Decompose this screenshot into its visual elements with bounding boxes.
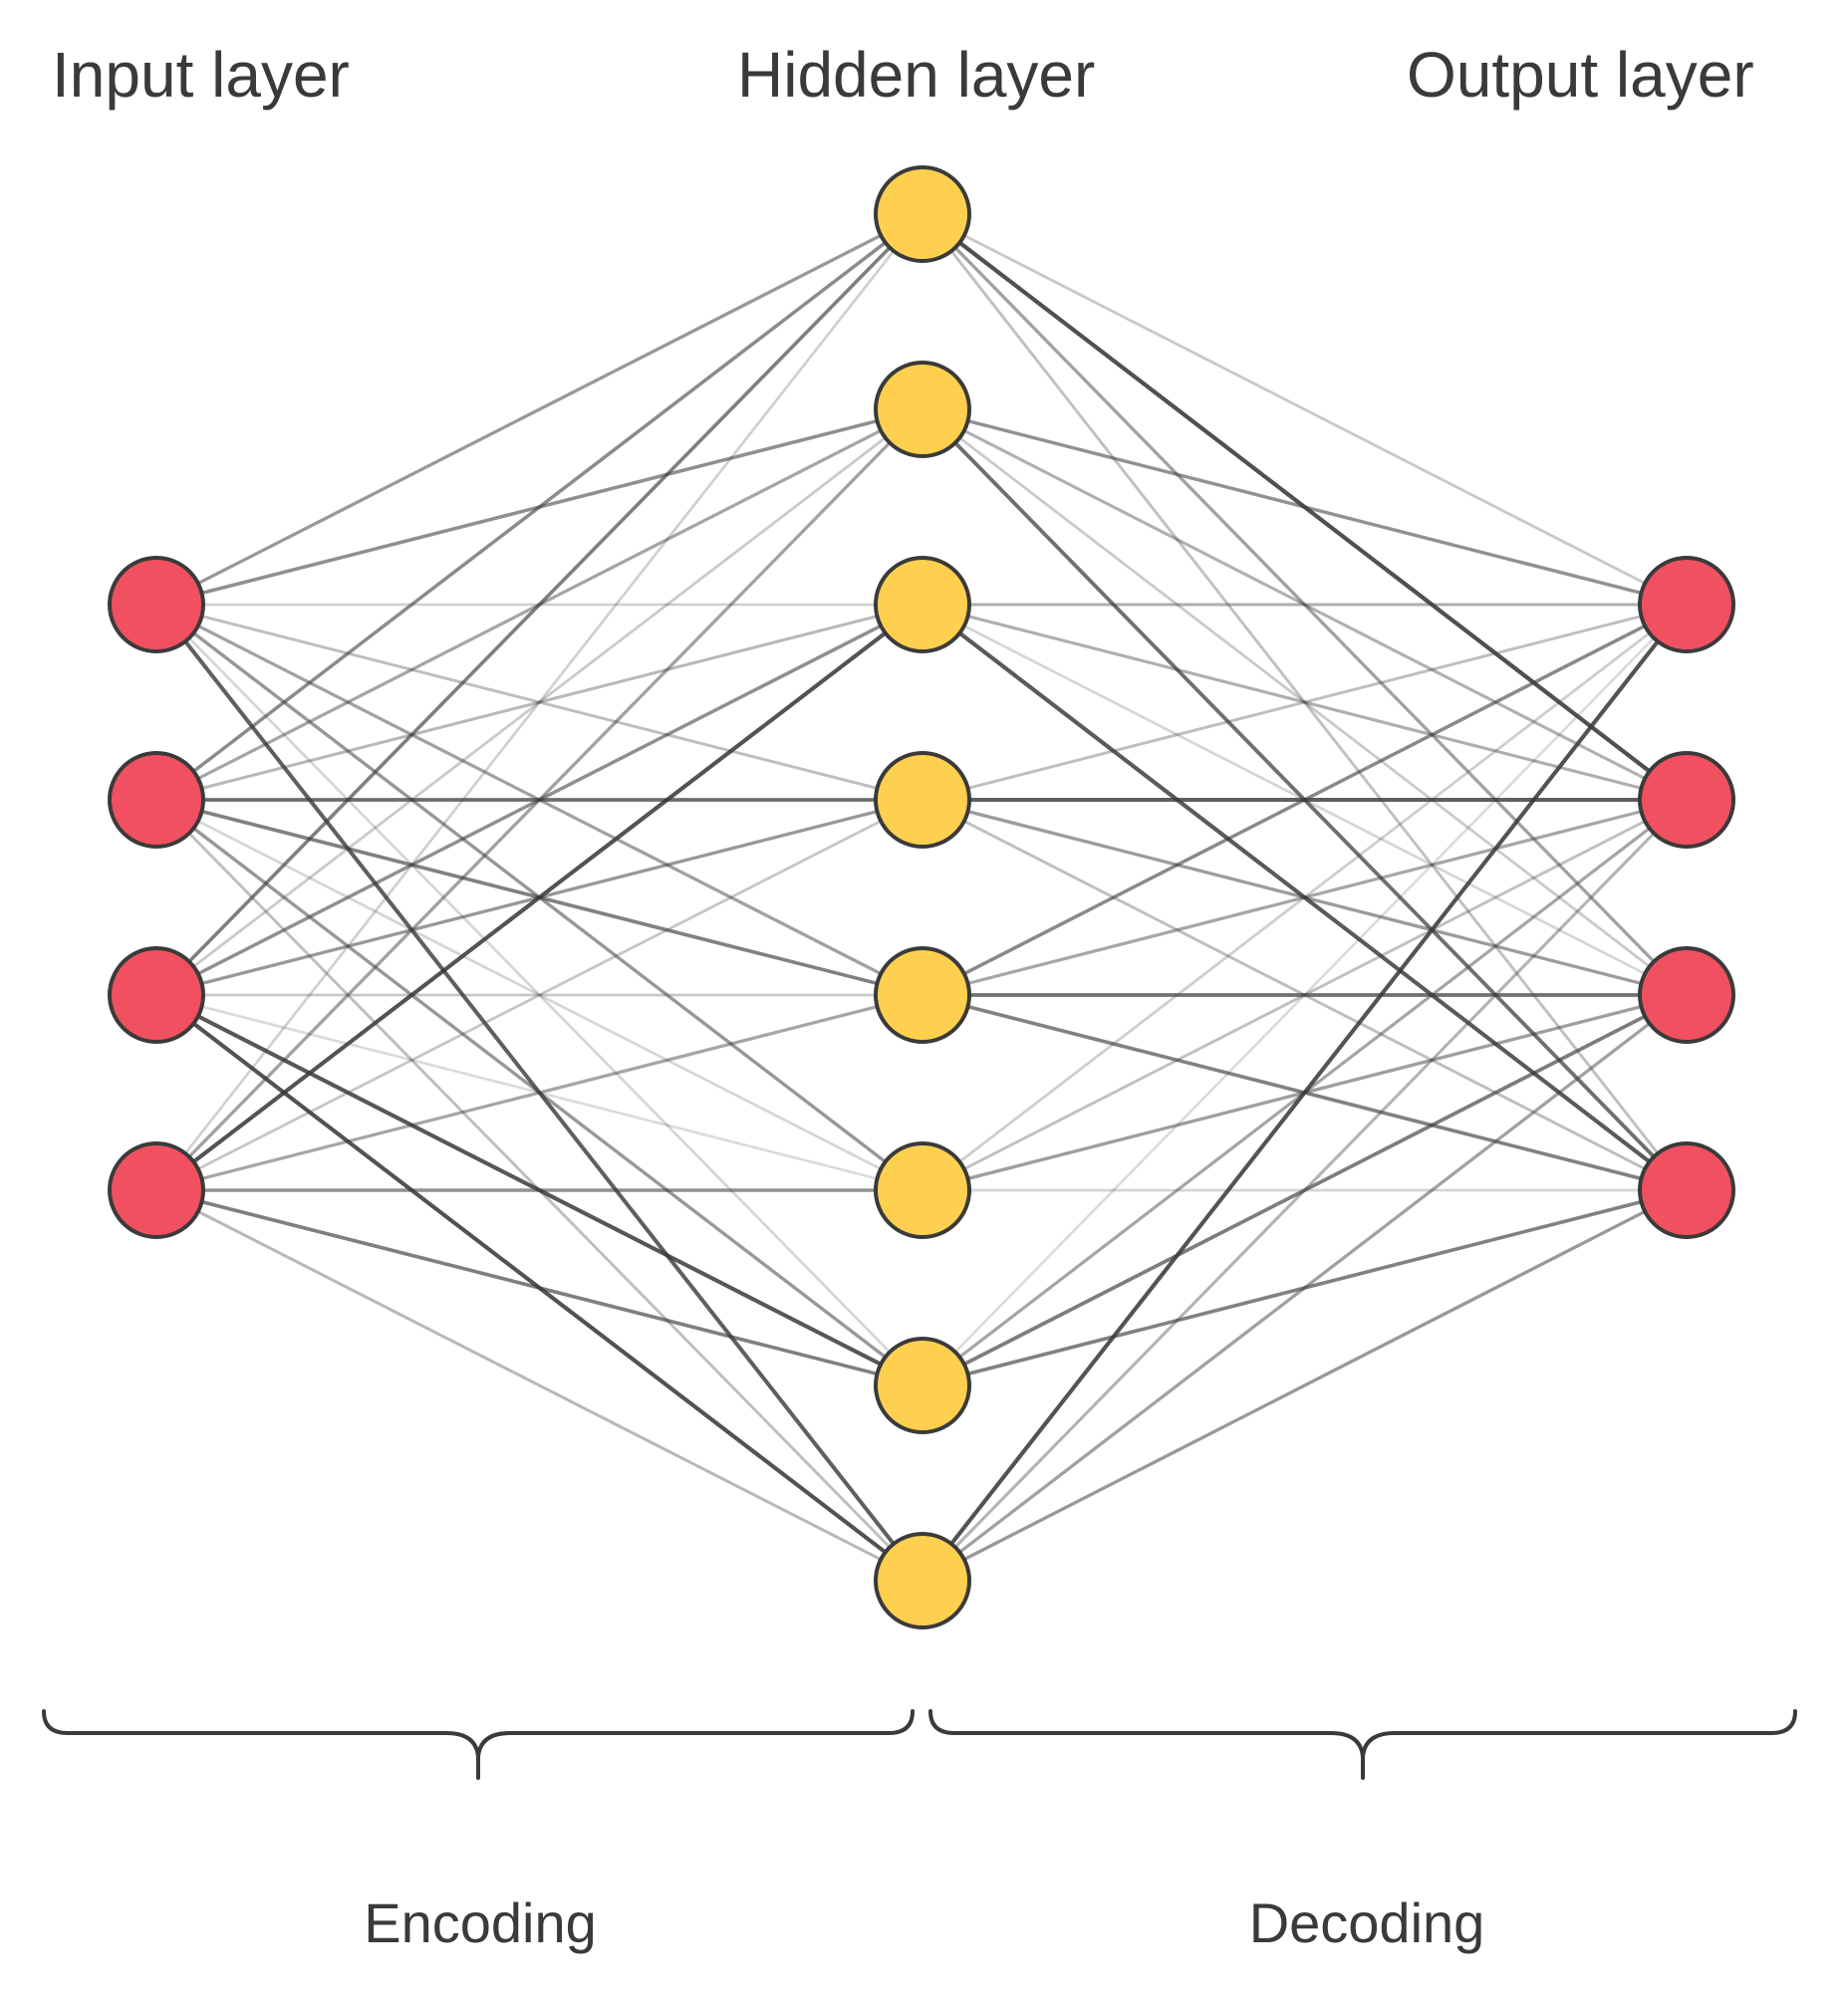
decoding-edge (922, 407, 1688, 802)
encoding-brace (42, 1709, 915, 1780)
decoding-edge (922, 603, 1688, 802)
decoding-edge (922, 212, 1688, 607)
output-layer-title: Output layer (1407, 39, 1754, 111)
encoding-edge (154, 407, 924, 1192)
output-neuron-1 (1638, 556, 1735, 653)
input-layer-title: Input layer (52, 39, 350, 111)
encoding-edge (155, 603, 924, 997)
decoding-edge (922, 407, 1688, 997)
hidden-neuron-6 (874, 1141, 971, 1239)
hidden-neuron-1 (874, 165, 971, 263)
decoding-edge (922, 1188, 1688, 1583)
hidden-neuron-7 (874, 1337, 971, 1434)
decoding-label: Decoding (1248, 1891, 1485, 1954)
decoding-edge (921, 603, 1689, 1583)
input-neuron-2 (108, 751, 205, 849)
input-neuron-1 (108, 556, 205, 653)
hidden-neuron-5 (874, 946, 971, 1044)
encoding-edge (155, 212, 924, 607)
output-neuron-4 (1638, 1141, 1735, 1239)
encoding-edge (154, 798, 924, 1387)
encoding-edge (155, 993, 924, 1192)
decoding-edge (922, 798, 1688, 1192)
hidden-neuron-8 (874, 1532, 971, 1629)
decoding-edge (921, 798, 1689, 1583)
encoding-edge (155, 993, 924, 1192)
hidden-neuron-2 (874, 361, 971, 458)
encoding-edge (154, 603, 924, 1192)
output-neuron-2 (1638, 751, 1735, 849)
hidden-layer-title: Hidden layer (737, 39, 1096, 111)
output-neuron-3 (1638, 946, 1735, 1044)
decoding-edge (922, 1188, 1688, 1387)
decoding-edge (922, 603, 1688, 1192)
decoding-brace (928, 1709, 1797, 1780)
connections (154, 212, 1689, 1583)
decoding-edge (921, 212, 1689, 997)
encoding-label: Encoding (364, 1891, 597, 1954)
encoding-edge (155, 603, 924, 802)
decoding-edge (922, 407, 1688, 607)
encoding-edge (155, 798, 924, 1192)
encoding-edge (155, 1188, 924, 1583)
encoding-edge (155, 407, 924, 997)
phase-braces (42, 1709, 1797, 1780)
encoding-edge (155, 603, 924, 802)
decoding-edge (921, 993, 1689, 1583)
input-neuron-4 (108, 1141, 205, 1239)
encoding-edge (154, 212, 924, 997)
decoding-edge (922, 603, 1688, 997)
encoding-edge (154, 212, 924, 802)
decoding-edge (921, 213, 1689, 1191)
neurons (108, 165, 1735, 1629)
input-neuron-3 (108, 946, 205, 1044)
decoding-edge (922, 604, 1688, 1386)
encoding-edge (155, 1188, 924, 1387)
encoding-edge (154, 213, 924, 1191)
encoding-edge (155, 604, 924, 1386)
hidden-neuron-3 (874, 556, 971, 653)
decoding-edge (922, 993, 1688, 1387)
decoding-edge (922, 798, 1688, 997)
decoding-edge (922, 798, 1688, 997)
hidden-neuron-4 (874, 751, 971, 849)
